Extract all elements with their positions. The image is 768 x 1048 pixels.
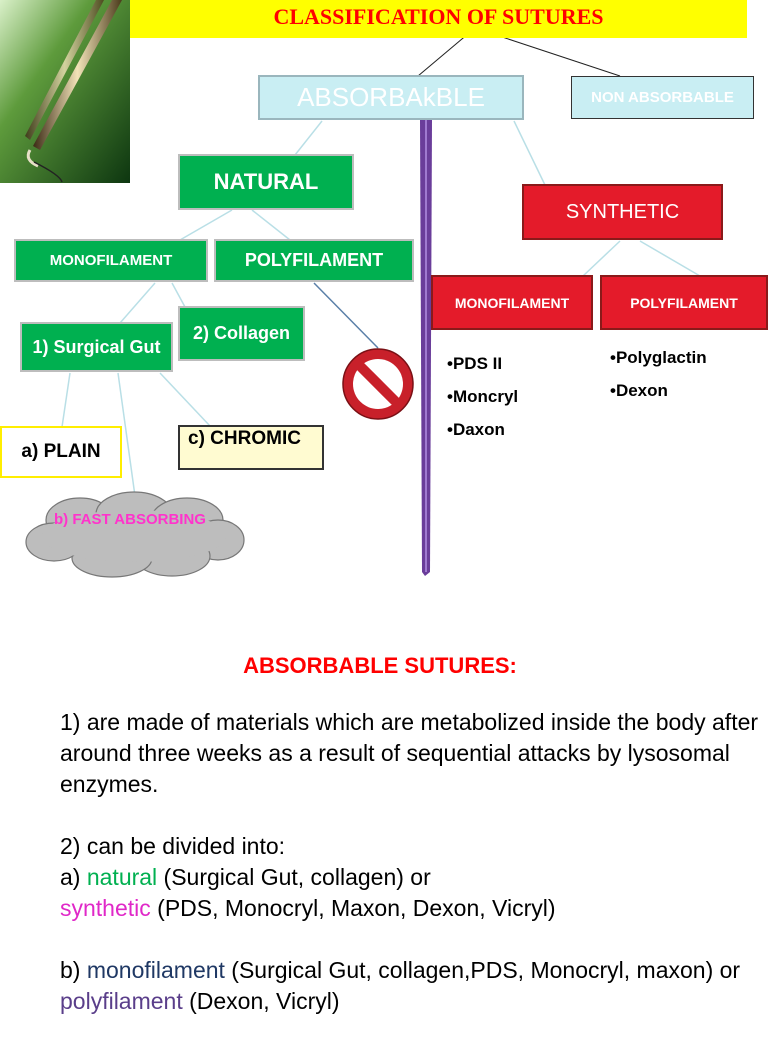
line-synthetic-mono <box>582 240 621 277</box>
list-item: •Dexon <box>610 381 668 400</box>
absorbable-sutures-text: ABSORBABLE SUTURES: 1) are made of mater… <box>60 650 760 1048</box>
node-chromic: c) CHROMIC <box>178 425 324 470</box>
line-gut-chromic <box>159 372 211 427</box>
line-poly-prohibited <box>313 282 379 349</box>
node-collagen: 2) Collagen <box>178 306 305 361</box>
line-gut-plain <box>61 372 71 428</box>
line-absorbable-synthetic <box>513 120 546 186</box>
node-natural-monofilament: MONOFILAMENT <box>14 239 208 282</box>
title-bar <box>130 0 747 38</box>
node-synthetic: SYNTHETIC <box>522 184 723 240</box>
needle-holder-photo <box>0 0 130 183</box>
diagram-title: CLASSIFICATION OF SUTURES <box>273 4 604 29</box>
connector-lines <box>61 27 701 497</box>
paragraph-3: b) monofilament (Surgical Gut, collagen,… <box>60 955 760 1017</box>
synthetic-mono-list: •PDS II •Moncryl •Daxon <box>447 354 518 453</box>
p2-intro: 2) can be divided into: <box>60 833 286 859</box>
p2b-rest: (PDS, Monocryl, Maxon, Dexon, Vicryl) <box>150 895 556 921</box>
term-polyfilament: polyfilament <box>60 988 183 1014</box>
term-natural: natural <box>86 864 158 890</box>
node-fast-absorbing: b) FAST ABSORBING <box>54 511 206 528</box>
node-synthetic-polyfilament: POLYFILAMENT <box>600 275 768 330</box>
list-item: •Daxon <box>447 420 505 439</box>
node-natural: NATURAL <box>178 154 354 210</box>
list-item: •PDS II <box>447 354 503 373</box>
divider-bar <box>420 120 432 576</box>
paragraph-2: 2) can be divided into: a) natural (Surg… <box>60 831 760 924</box>
line-absorbable-natural <box>294 120 323 156</box>
synthetic-poly-list: •Polyglactin •Dexon <box>610 348 707 414</box>
node-synthetic-monofilament: MONOFILAMENT <box>431 275 593 330</box>
node-natural-polyfilament: POLYFILAMENT <box>214 239 414 282</box>
prohibited-icon <box>342 348 414 420</box>
paragraph-1: 1) are made of materials which are metab… <box>60 709 759 797</box>
p3-mid: (Surgical Gut, collagen,PDS, Monocryl, m… <box>224 957 741 983</box>
p3-prefix: b) <box>60 957 87 983</box>
node-non-absorbable: NON ABSORBABLE <box>571 76 754 119</box>
node-surgical-gut: 1) Surgical Gut <box>20 322 173 372</box>
line-synthetic-poly <box>639 240 701 277</box>
p2a-rest: (Surgical Gut, collagen) or <box>157 864 431 890</box>
term-monofilament: monofilament <box>86 957 225 983</box>
p2a-prefix: a) <box>60 864 87 890</box>
list-item: •Moncryl <box>447 387 519 406</box>
line-gut-fast <box>117 372 136 497</box>
line-mono-gut <box>119 282 156 324</box>
line-natural-mono <box>179 209 233 241</box>
line-mono-collagen <box>171 282 186 308</box>
node-plain: a) PLAIN <box>0 426 122 478</box>
p3-rest: (Dexon, Vicryl) <box>182 988 340 1014</box>
node-absorbable: ABSORBAkBLE <box>258 75 524 120</box>
section-heading: ABSORBABLE SUTURES: <box>243 653 517 678</box>
list-item: •Polyglactin <box>610 348 707 367</box>
cloud-shape <box>25 491 245 578</box>
line-natural-poly <box>251 209 291 241</box>
term-synthetic: synthetic <box>60 895 151 921</box>
